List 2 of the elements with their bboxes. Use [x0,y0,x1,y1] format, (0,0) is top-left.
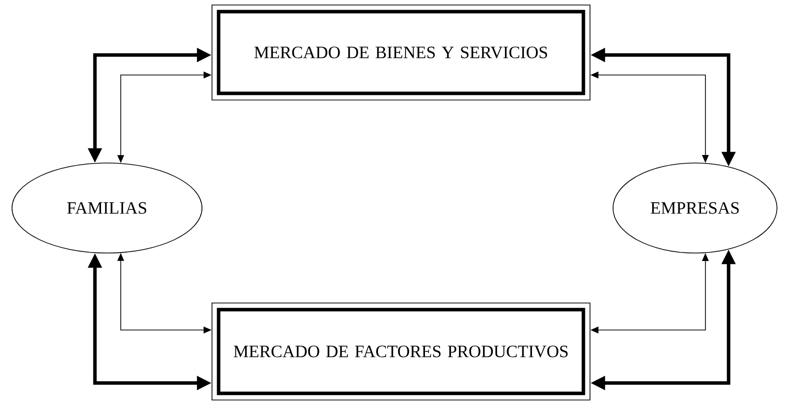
market-box: MERCADO DE FACTORES PRODUCTIVOS [212,302,590,400]
market-box: MERCADO DE BIENES Y SERVICIOS [212,4,590,100]
